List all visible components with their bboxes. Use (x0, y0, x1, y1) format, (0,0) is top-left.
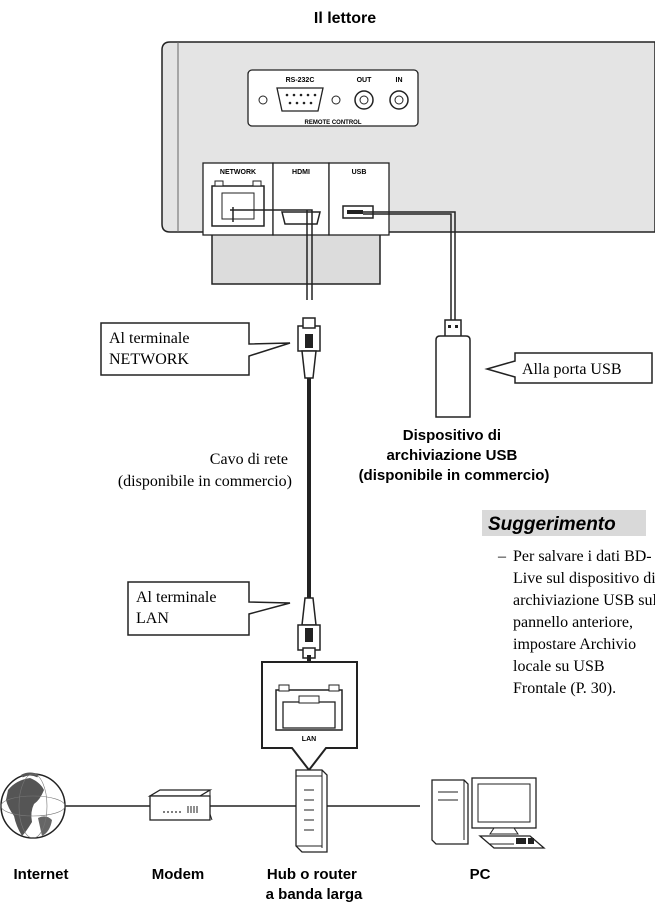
rs232c-port (276, 87, 324, 112)
network-plug-top (297, 317, 321, 379)
network-plug-bottom (297, 597, 321, 659)
callout-usb-box (484, 352, 653, 384)
remote-out-jack (354, 90, 374, 110)
hub-label: Hub o router a banda larga (266, 866, 363, 903)
remote-in-jack (389, 90, 409, 110)
callout-network-box (100, 322, 291, 376)
player-unit: RS-232C OUT IN REMOTE CONTROL NETWORK HD… (161, 41, 655, 285)
callout-lan-box (127, 581, 291, 636)
diagram-title: Il lettore (314, 10, 376, 27)
modem-icon (147, 789, 213, 821)
usb-storage-device (435, 319, 471, 418)
usb-port-label: USB (352, 169, 367, 176)
lan-port-label: LAN (302, 736, 316, 743)
tip-dash: – (497, 548, 507, 565)
hub-router-icon (295, 769, 328, 853)
network-port-label: NETWORK (220, 169, 256, 176)
tip-heading: Suggerimento (488, 514, 616, 535)
internet-label: Internet (13, 866, 68, 883)
usb-device-caption: Dispositivo di archiviazione USB (dispon… (359, 427, 550, 484)
callout-usb-text: Alla porta USB (522, 361, 622, 378)
tip-heading-bg (482, 510, 646, 536)
player-network-jack (211, 185, 265, 227)
usb-cable (360, 211, 456, 320)
remote-control-label: REMOTE CONTROL (305, 120, 362, 126)
tip-text: Per salvare i dati BD- Live sul disposit… (513, 548, 655, 697)
out-label: OUT (357, 77, 373, 84)
player-hdmi-jack (281, 211, 321, 225)
in-label: IN (396, 77, 403, 84)
cable-caption: Cavo di rete (disponibile in commercio) (118, 451, 292, 490)
hub-lan-jack (275, 684, 343, 731)
hdmi-port-label: HDMI (292, 169, 310, 176)
rs232c-label: RS-232C (286, 77, 315, 84)
pc-icon (431, 777, 546, 849)
pc-label: PC (470, 866, 491, 883)
keyboard-icon (478, 835, 546, 849)
modem-label: Modem (152, 866, 205, 883)
player-foot (211, 231, 381, 285)
callout-network-text: Al terminale NETWORK (109, 330, 193, 368)
globe-icon (0, 772, 66, 839)
callout-lan-text: Al terminale LAN (136, 589, 220, 627)
network-cable-upper (230, 209, 313, 300)
